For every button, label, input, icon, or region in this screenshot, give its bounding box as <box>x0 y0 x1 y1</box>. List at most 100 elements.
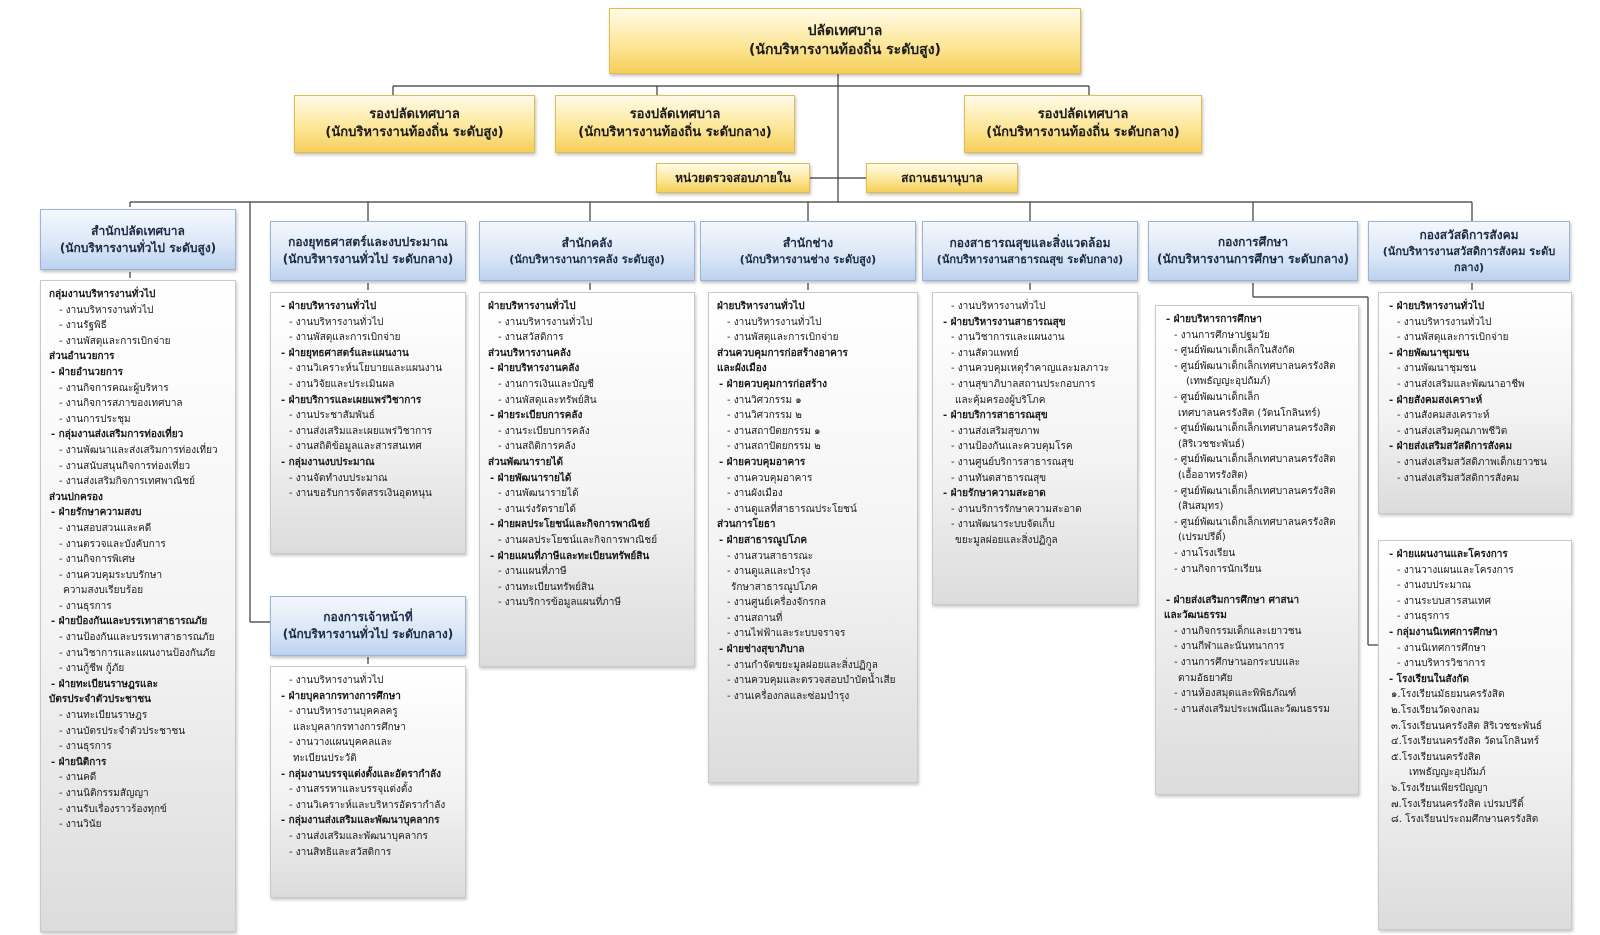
list-item: - ฝ่ายส่งเสริมการศึกษา ศาสนา <box>1166 594 1300 606</box>
list-item: - งานบริหารงานบุคคลครู <box>289 706 398 718</box>
list-item: - งานรับเรื่องราวร้องทุกข์ <box>59 803 167 815</box>
detail-education: - ฝ่ายบริหารการศึกษา- งานการศึกษาปฐมวัย-… <box>1155 305 1359 795</box>
dept-personnel: กองการเจ้าหน้าที่ (นักบริหารงานทั่วไป ระ… <box>270 596 466 656</box>
list-item: - งานบริหารงานทั่วไป <box>727 316 822 328</box>
list-item: - งานวิศวกรรม ๑ <box>727 394 802 406</box>
list-item: - ฝ่ายช่างสุขาภิบาล <box>719 644 805 656</box>
dept-finance: สำนักคลัง (นักบริหารงานการคลัง ระดับสูง) <box>479 221 695 281</box>
list-item: - งานบัตรประจำตัวประชาชน <box>59 725 186 737</box>
list-item: - งานส่งเสริมประเพณีและวัฒนธรรม <box>1174 703 1330 715</box>
list-item: กลุ่มงานบริหารงานทั่วไป <box>49 289 156 300</box>
list-item: (สิริเวชชะพันธ์) <box>1178 438 1245 450</box>
pawnshop-box: สถานธนานุบาล <box>866 163 1018 193</box>
dept-engineering: สำนักช่าง (นักบริหารงานช่าง ระดับสูง) <box>700 221 916 281</box>
list-item: - งานวางแผนบุคคลและ <box>289 737 393 749</box>
list-item: - งานสนับสนุนกิจการท่องเที่ยว <box>59 460 191 472</box>
pawnshop-title: สถานธนานุบาล <box>901 170 983 185</box>
list-item: บัตรประจำตัวประชาชน <box>49 694 152 706</box>
mayor-clerk-level: (นักบริหารงานท้องถิ่น ระดับสูง) <box>749 42 941 58</box>
list-item: ฝ่ายบริหารงานทั่วไป <box>488 301 576 312</box>
list-item: - งานควบคุมอาคาร <box>727 472 813 484</box>
list-item: - งานสถาปัตยกรรม ๑ <box>727 425 821 437</box>
list-item: - งานบริหารวิชาการ <box>1397 658 1486 670</box>
deputy-1-title: รองปลัดเทศบาล <box>369 107 460 122</box>
dept-title: สำนักช่าง <box>782 235 834 250</box>
dept-level: (นักบริหารงานทั่วไป ระดับกลาง) <box>282 252 454 266</box>
dept-level: (นักบริหารงานทั่วไป ระดับสูง) <box>59 240 217 255</box>
list-item: - ฝ่ายระเบียบการคลัง <box>490 410 583 422</box>
list-item: - งานส่งเสริมและเผยแพร่วิชาการ <box>289 425 433 437</box>
deputy-3-level: (นักบริหารงานท้องถิ่น ระดับกลาง) <box>986 125 1180 140</box>
list-item: ขยะมูลฝอยและสิ่งปฏิกูล <box>955 534 1058 546</box>
list-item: - ฝ่ายรักษาความสะอาด <box>943 488 1046 500</box>
list-item: เทศบาลนครรังสิต (วัดนโกลินทร์) <box>1178 407 1321 419</box>
list-item: - งานส่งเสริมสวัสดิการสังคม <box>1397 472 1520 484</box>
list-item: - งานกำจัดขยะมูลฝอยและสิ่งปฏิกูล <box>727 659 878 671</box>
list-item: ๗.โรงเรียนนครรังสิต เปรมปรีดิ์ <box>1391 798 1524 810</box>
list-item: - ฝ่ายควบคุมอาคาร <box>719 456 806 468</box>
dept-level: (นักบริหารงานสาธารณสุข ระดับกลาง) <box>936 252 1124 266</box>
list-item: - งานสวัสดิการ <box>498 332 564 344</box>
detail-personnel: - งานบริหารงานทั่วไป- ฝ่ายบุคลากรทางการศ… <box>270 666 466 898</box>
list-item: - งานสถิติข้อมูลและสารสนเทศ <box>289 441 422 453</box>
list-item: - งานกิจการคณะผู้บริหาร <box>59 382 169 394</box>
list-item: - ฝ่ายควบคุมการก่อสร้าง <box>719 378 827 390</box>
list-item: - งานสอบสวนและคดี <box>59 522 152 534</box>
list-item: - งานพัฒนาและส่งเสริมการท่องเที่ยว <box>59 444 218 456</box>
dept-title: กองการศึกษา <box>1217 235 1289 249</box>
dept-title: กองการเจ้าหน้าที่ <box>323 610 413 624</box>
list-item: - งานธุรการ <box>59 741 112 753</box>
list-item: - งานดูแลที่สาธารณประโยชน์ <box>727 503 857 515</box>
list-item: - งานเครื่องกลและซ่อมบำรุง <box>727 690 850 702</box>
list-item: - งานสังคมสงเคราะห์ <box>1397 410 1490 422</box>
list-item: - ศูนย์พัฒนาเด็กเล็กเทศบาลนครรังสิต <box>1174 454 1336 466</box>
list-item: - งานป้องกันและบรรเทาสาธารณภัย <box>59 632 215 644</box>
dept-title: สำนักคลัง <box>561 235 613 250</box>
list-item: ๑.โรงเรียนมัธยมนครรังสิต <box>1391 689 1505 701</box>
list-item: - งานพัสดุและการเบิกจ่าย <box>727 332 839 344</box>
dept-level: (นักบริหารงานการคลัง ระดับสูง) <box>509 252 665 266</box>
list-item: (สินสมุทร) <box>1178 501 1224 513</box>
list-item: - งานงบประมาณ <box>1397 580 1471 592</box>
list-item: - ศูนย์พัฒนาเด็กเล็กเทศบาลนครรังสิต <box>1174 516 1336 528</box>
list-item: - งานระบบสารสนเทศ <box>1397 595 1491 607</box>
list-item: - งานวิชาการและแผนงาน <box>951 332 1065 344</box>
list-item: - งานการประชุม <box>59 413 131 425</box>
list-item <box>1164 577 1352 593</box>
deputy-clerk-box-2: รองปลัดเทศบาล (นักบริหารงานท้องถิ่น ระดั… <box>555 95 795 153</box>
deputy-clerk-box-1: รองปลัดเทศบาล (นักบริหารงานท้องถิ่น ระดั… <box>294 95 535 153</box>
list-item: เทพธัญญะอุปถัมภ์ <box>1409 767 1486 779</box>
list-item: - งานดูแลและบำรุง <box>727 566 811 578</box>
list-item: ฝ่ายบริหารงานทั่วไป <box>717 301 805 312</box>
list-item: และคุ้มครองผู้บริโภค <box>955 394 1046 406</box>
list-item: - งานควบคุมและตรวจสอบบำบัดน้ำเสีย <box>727 675 896 687</box>
internal-audit-title: หน่วยตรวจสอบภายใน <box>675 170 791 185</box>
list-item: ส่วนการโยธา <box>717 519 776 531</box>
list-item: - งานสัตวแพทย์ <box>951 347 1019 359</box>
list-item: - งานธุรการ <box>59 600 112 612</box>
list-item: - งานนิติกรรมสัญญา <box>59 788 149 799</box>
list-item: - งานส่งเสริมคุณภาพชีวิต <box>1397 425 1508 437</box>
list-item: ๔.โรงเรียนนครรังสิต วัดนโกลินทร์ <box>1391 736 1540 748</box>
list-item: - งานรัฐพิธี <box>59 320 107 332</box>
list-item: - งานสถาปัตยกรรม ๒ <box>727 441 821 453</box>
list-item: - ฝ่ายทะเบียนราษฎรและ <box>51 678 158 690</box>
list-item: - ฝ่ายพัฒนาชุมชน <box>1389 347 1470 359</box>
list-item: - ฝ่ายบริหารงานทั่วไป <box>281 301 377 312</box>
list-item: - งานพัฒนาระบบจัดเก็บ <box>951 519 1055 531</box>
list-item: - งานส่งเสริมสุขภาพ <box>951 425 1040 437</box>
list-item: รักษาสาธารณูปโภค <box>731 581 818 593</box>
list-item: - ศูนย์พัฒนาเด็กเล็กเทศบาลนครรังสิต <box>1174 423 1336 435</box>
dept-welfare: กองสวัสดิการสังคม (นักบริหารงานสวัสดิการ… <box>1368 221 1570 281</box>
list-item: - งานขอรับการจัดสรรเงินอุดหนุน <box>289 488 432 500</box>
list-item: - ศูนย์พัฒนาเด็กเล็ก <box>1174 391 1260 403</box>
list-item: ตามอัธยาศัย <box>1178 672 1233 684</box>
list-item: - งานผังเมือง <box>727 488 783 500</box>
list-item: - งานทันตสาธารณสุข <box>951 472 1047 484</box>
list-item: - งานเร่งรัดรายได้ <box>498 503 577 515</box>
list-item: - งานไฟฟ้าและระบบจราจร <box>727 628 846 640</box>
list-item: - งานประชาสัมพันธ์ <box>289 410 375 422</box>
dept-clerk-office: สำนักปลัดเทศบาล (นักบริหารงานทั่วไป ระดั… <box>40 209 236 270</box>
list-item: และวัฒนธรรม <box>1164 610 1227 622</box>
